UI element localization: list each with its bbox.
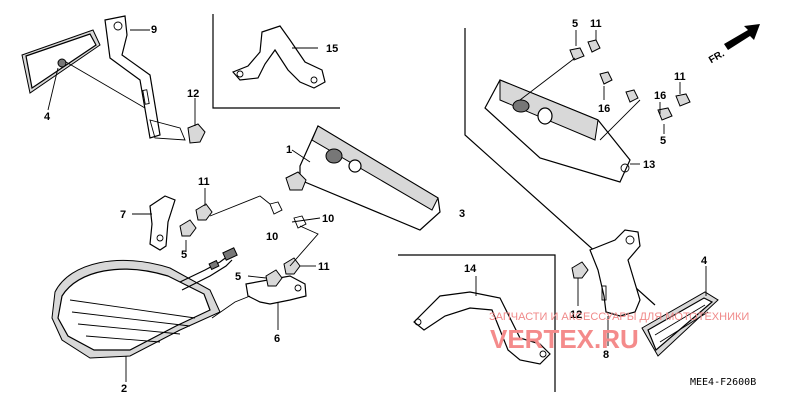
label-part-15: 15 xyxy=(326,43,338,55)
label-part-4-bottom: 4 xyxy=(701,255,708,267)
tail-light-unit xyxy=(51,247,251,359)
license-light-case xyxy=(484,39,691,183)
reflector-assembly-top xyxy=(21,15,206,144)
label-part-3: 3 xyxy=(459,208,465,220)
label-part-5-top: 5 xyxy=(572,18,578,30)
watermark: ЗАПЧАСТИ И АКСЕССУАРЫ ДЛЯ МОТОТЕХНИКИ VE… xyxy=(489,311,749,354)
label-part-5-left: 5 xyxy=(181,249,187,261)
front-direction-label: FR. xyxy=(707,48,727,66)
label-part-9: 9 xyxy=(151,24,157,36)
label-part-10-right: 10 xyxy=(322,213,334,225)
label-part-14: 14 xyxy=(464,263,477,275)
label-part-11-mid: 11 xyxy=(318,261,330,273)
reflector-assembly-bottom xyxy=(571,229,719,357)
leader-lines xyxy=(47,29,707,382)
label-part-11-left: 11 xyxy=(198,176,210,188)
subframe-borders xyxy=(212,14,656,392)
bracket-14 xyxy=(413,291,551,365)
label-part-6: 6 xyxy=(274,333,280,345)
watermark-tagline: ЗАПЧАСТИ И АКСЕССУАРЫ ДЛЯ МОТОТЕХНИКИ xyxy=(489,311,749,323)
label-part-7: 7 xyxy=(120,209,126,221)
label-part-11-right: 11 xyxy=(674,71,686,83)
label-part-13: 13 xyxy=(643,159,655,171)
bracket-15 xyxy=(231,25,326,89)
front-direction-arrow xyxy=(724,24,760,50)
callout-labels: 9 4 12 15 1 3 11 7 5 10 10 5 11 6 2 14 1… xyxy=(44,18,708,395)
label-part-1: 1 xyxy=(286,144,292,156)
label-part-2: 2 xyxy=(121,383,127,395)
label-part-16-left: 16 xyxy=(598,103,610,115)
label-part-5-right: 5 xyxy=(660,135,666,147)
watermark-logo: VERTEX.RU xyxy=(490,324,639,354)
label-part-16-right: 16 xyxy=(654,90,666,102)
label-part-10-left: 10 xyxy=(266,231,278,243)
label-part-8: 8 xyxy=(603,349,609,361)
license-light-base xyxy=(285,125,441,231)
diagram-code: MEE4-F2600B xyxy=(690,377,756,388)
label-part-5-mid: 5 xyxy=(235,271,241,283)
label-part-12-top: 12 xyxy=(187,88,199,100)
tail-light-brackets xyxy=(149,195,319,305)
label-part-11-top: 11 xyxy=(590,18,602,30)
label-part-12-bottom: 12 xyxy=(570,309,582,321)
label-part-4-top: 4 xyxy=(44,111,51,123)
